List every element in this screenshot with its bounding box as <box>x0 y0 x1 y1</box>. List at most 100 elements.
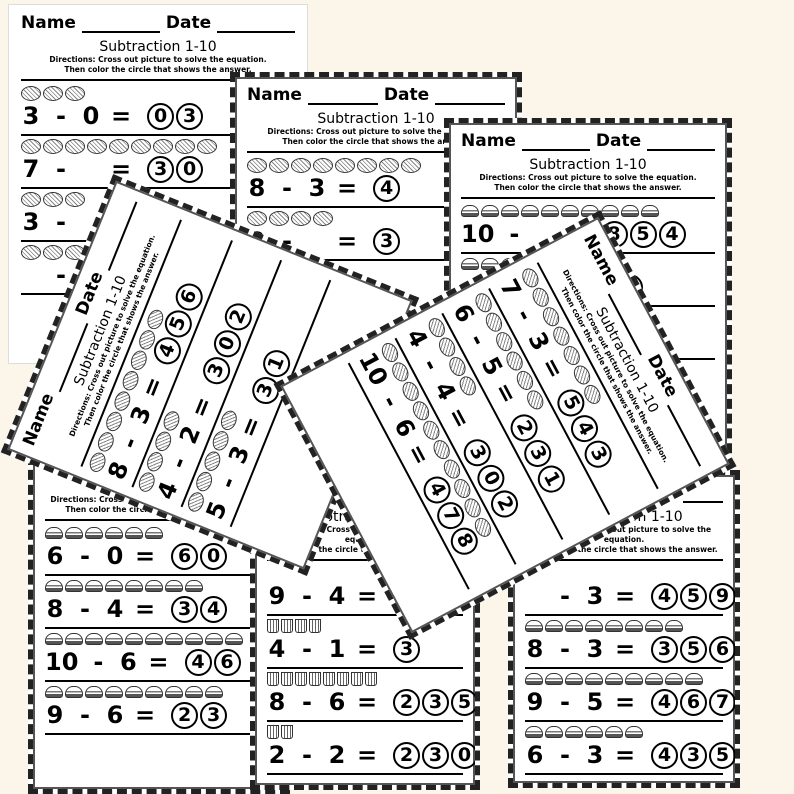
burger-picture[interactable] <box>125 527 143 539</box>
answer-circle[interactable]: 3 <box>393 635 421 663</box>
fries-picture[interactable] <box>351 672 363 686</box>
fries-picture[interactable] <box>295 619 307 633</box>
burger-picture[interactable] <box>65 527 83 539</box>
answer-circle[interactable]: 2 <box>393 688 420 716</box>
burger-picture[interactable] <box>461 205 479 217</box>
answer-circle[interactable]: 3 <box>198 352 234 388</box>
burger-picture[interactable] <box>585 726 603 738</box>
burger-picture[interactable] <box>665 673 683 685</box>
pie-picture[interactable] <box>21 244 41 260</box>
fries-picture[interactable] <box>267 672 279 686</box>
burger-picture[interactable] <box>565 673 583 685</box>
burger-picture[interactable] <box>225 633 243 645</box>
pie-picture[interactable] <box>247 157 267 173</box>
answer-circle[interactable]: 4 <box>184 648 212 676</box>
burger-picture[interactable] <box>45 527 63 539</box>
burger-picture[interactable] <box>105 527 123 539</box>
name-line[interactable] <box>521 133 590 151</box>
answer-circle[interactable]: 3 <box>147 155 175 183</box>
answer-circle[interactable]: 5 <box>629 220 657 248</box>
fries-picture[interactable] <box>323 672 335 686</box>
burger-picture[interactable] <box>145 580 163 592</box>
burger-picture[interactable] <box>541 205 559 217</box>
answer-circle[interactable]: 0 <box>200 542 228 570</box>
burger-picture[interactable] <box>125 686 143 698</box>
pie-picture[interactable] <box>21 191 41 207</box>
answer-circle[interactable]: 4 <box>651 688 678 716</box>
date-line[interactable] <box>647 133 716 151</box>
burger-picture[interactable] <box>125 633 143 645</box>
burger-picture[interactable] <box>545 726 563 738</box>
pie-picture[interactable] <box>43 138 63 154</box>
answer-circle[interactable]: 2 <box>393 741 420 769</box>
burger-picture[interactable] <box>545 673 563 685</box>
burger-picture[interactable] <box>645 620 663 632</box>
answer-circle[interactable]: 0 <box>176 155 204 183</box>
burger-picture[interactable] <box>605 620 623 632</box>
burger-picture[interactable] <box>145 633 163 645</box>
burger-picture[interactable] <box>461 258 479 270</box>
pie-picture[interactable] <box>379 157 399 173</box>
burger-picture[interactable] <box>621 205 639 217</box>
burger-picture[interactable] <box>85 686 103 698</box>
fries-picture[interactable] <box>281 725 293 739</box>
pie-picture[interactable] <box>313 157 333 173</box>
answer-circle[interactable]: 0 <box>147 102 175 130</box>
burger-picture[interactable] <box>185 633 203 645</box>
burger-picture[interactable] <box>525 726 543 738</box>
burger-picture[interactable] <box>105 686 123 698</box>
burger-picture[interactable] <box>185 686 203 698</box>
answer-circle[interactable]: 6 <box>709 635 735 663</box>
burger-picture[interactable] <box>165 686 183 698</box>
burger-picture[interactable] <box>185 580 203 592</box>
pie-picture[interactable] <box>65 191 85 207</box>
burger-picture[interactable] <box>645 673 663 685</box>
answer-circle[interactable]: 3 <box>651 635 678 663</box>
pie-picture[interactable] <box>21 85 41 101</box>
pie-picture[interactable] <box>313 210 333 226</box>
pie-picture[interactable] <box>357 157 377 173</box>
answer-circle[interactable]: 6 <box>213 648 241 676</box>
burger-picture[interactable] <box>145 527 163 539</box>
name-line[interactable] <box>307 87 378 105</box>
burger-picture[interactable] <box>65 633 83 645</box>
burger-picture[interactable] <box>85 527 103 539</box>
date-line[interactable] <box>217 15 296 33</box>
answer-circle[interactable]: 6 <box>680 688 707 716</box>
burger-picture[interactable] <box>205 686 223 698</box>
pie-picture[interactable] <box>153 138 173 154</box>
answer-circle[interactable]: 5 <box>680 635 707 663</box>
answer-circle[interactable]: 3 <box>422 741 449 769</box>
fries-picture[interactable] <box>309 672 321 686</box>
burger-picture[interactable] <box>501 205 519 217</box>
date-line[interactable] <box>683 485 724 503</box>
pie-picture[interactable] <box>335 157 355 173</box>
burger-picture[interactable] <box>85 633 103 645</box>
answer-circle[interactable]: 5 <box>709 741 735 769</box>
fries-picture[interactable] <box>309 619 321 633</box>
burger-picture[interactable] <box>45 580 63 592</box>
answer-circle[interactable]: 3 <box>422 688 449 716</box>
burger-picture[interactable] <box>525 620 543 632</box>
pie-picture[interactable] <box>291 210 311 226</box>
date-line[interactable] <box>435 87 506 105</box>
answer-circle[interactable]: 2 <box>171 701 199 729</box>
burger-picture[interactable] <box>601 205 619 217</box>
pie-picture[interactable] <box>21 138 41 154</box>
burger-picture[interactable] <box>545 620 563 632</box>
name-line[interactable] <box>81 15 160 33</box>
answer-circle[interactable]: 4 <box>658 220 686 248</box>
burger-picture[interactable] <box>585 620 603 632</box>
answer-circle[interactable]: 5 <box>451 688 475 716</box>
answer-circle[interactable]: 4 <box>373 174 401 202</box>
answer-circle[interactable]: 0 <box>209 325 245 362</box>
burger-picture[interactable] <box>165 633 183 645</box>
pie-picture[interactable] <box>131 138 151 154</box>
answer-circle[interactable]: 3 <box>200 701 228 729</box>
burger-picture[interactable] <box>85 580 103 592</box>
answer-circle[interactable]: 6 <box>171 542 199 570</box>
pie-picture[interactable] <box>247 210 267 226</box>
burger-picture[interactable] <box>45 686 63 698</box>
pie-picture[interactable] <box>269 157 289 173</box>
answer-circle[interactable]: 2 <box>220 299 256 335</box>
